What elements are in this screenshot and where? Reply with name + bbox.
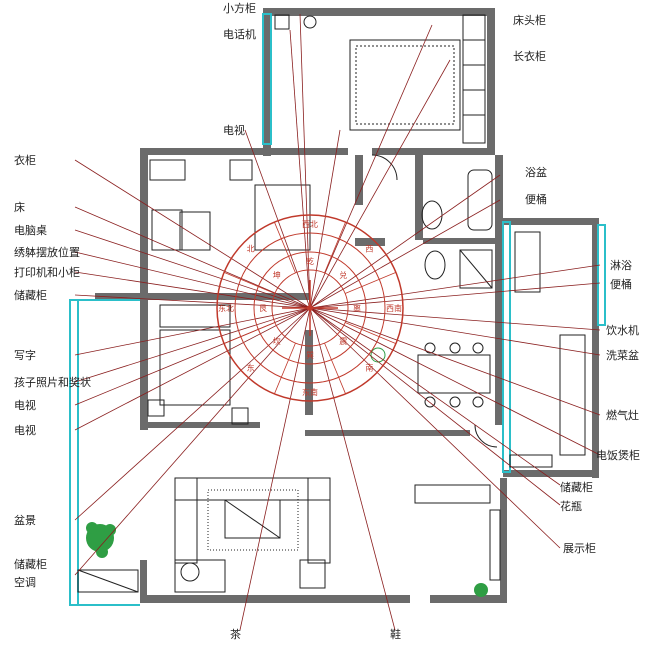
label-tea: 茶 xyxy=(230,628,241,641)
compass-direction: 东 xyxy=(247,362,255,372)
compass-trigram: 乾 xyxy=(306,256,314,266)
compass-direction: 南 xyxy=(365,362,373,372)
top-labels: 小方柜 电话机 电视 xyxy=(223,1,256,137)
label-storage-left-2: 储藏柜 xyxy=(14,557,47,571)
label-stove: 燃气灶 xyxy=(606,408,639,422)
label-storage-right: 储藏柜 xyxy=(560,480,593,494)
dining-table xyxy=(417,354,491,394)
compass-trigram: 巽 xyxy=(306,351,314,360)
compass-trigram: 艮 xyxy=(259,304,267,313)
label-air-conditioner: 空调 xyxy=(14,575,36,589)
third-bed xyxy=(159,329,231,406)
label-toilet-1: 便桶 xyxy=(525,192,547,206)
compass-direction: 北 xyxy=(247,245,255,254)
second-bed xyxy=(254,184,311,251)
label-wardrobe-left: 衣柜 xyxy=(14,153,36,167)
long-wardrobe xyxy=(462,14,486,144)
compass-direction: 西 xyxy=(365,245,373,254)
label-sink: 洗菜盆 xyxy=(606,348,639,362)
bottom-labels: 茶 鞋 xyxy=(230,627,401,641)
label-tv-2: 电视 xyxy=(14,423,36,437)
compass-spoke xyxy=(274,342,296,395)
leader-lines xyxy=(74,13,601,631)
compass-direction: 东北 xyxy=(218,303,234,313)
label-tv-top: 电视 xyxy=(223,123,245,137)
master-bed xyxy=(349,39,461,131)
label-shower: 淋浴 xyxy=(610,259,632,272)
compass-spoke xyxy=(223,272,276,294)
compass-spoke xyxy=(324,221,346,274)
label-storage-left: 储藏柜 xyxy=(14,288,47,302)
compass-direction: 西北 xyxy=(302,220,318,229)
label-telephone: 电话机 xyxy=(223,27,256,41)
sofa xyxy=(174,477,331,501)
label-writing: 写字 xyxy=(14,348,36,362)
windows xyxy=(69,13,606,606)
label-toilet-2: 便桶 xyxy=(610,277,632,291)
furniture xyxy=(77,14,586,593)
label-long-wardrobe: 长衣柜 xyxy=(513,49,546,63)
label-display-cabinet: 展示柜 xyxy=(563,542,596,555)
label-nightstand: 床头柜 xyxy=(513,13,546,27)
plant-vase xyxy=(474,583,488,597)
label-kids-photos: 孩子照片和奖状 xyxy=(14,375,91,389)
compass-trigram: 离 xyxy=(353,303,361,313)
label-bathtub: 浴盆 xyxy=(525,165,547,179)
compass-spoke xyxy=(344,272,397,294)
label-tv-1: 电视 xyxy=(14,398,36,412)
label-water-dispenser: 饮水机 xyxy=(606,323,639,337)
label-vase: 花瓶 xyxy=(560,499,582,513)
compass-trigram: 兑 xyxy=(339,270,347,280)
label-printer: 打印机和小柜 xyxy=(14,265,80,279)
label-computer-desk: 电脑桌 xyxy=(14,224,47,237)
plants xyxy=(86,347,488,597)
bathtub xyxy=(467,169,493,231)
right-labels: 床头柜 长衣柜 浴盆 便桶 淋浴 便桶 饮水机 洗菜盆 燃气灶 电饭煲柜 储藏柜… xyxy=(513,13,640,555)
label-small-cabinet: 小方柜 xyxy=(223,1,256,15)
label-bonsai: 盆景 xyxy=(14,513,36,527)
walls xyxy=(95,8,599,603)
coffee-table xyxy=(207,489,299,551)
compass-direction: 西南 xyxy=(386,303,402,313)
compass-trigram: 坎 xyxy=(273,336,281,346)
label-rice-cooker-cabinet: 电饭煲柜 xyxy=(596,449,640,462)
compass-spoke xyxy=(223,322,276,344)
label-bed: 床 xyxy=(14,200,25,214)
label-shoes: 鞋 xyxy=(390,627,401,641)
left-labels: 衣柜 床 电脑桌 绣躰摆放位置 打印机和小柜 储藏柜 写字 孩子照片和奖状 电视… xyxy=(14,153,91,589)
compass-direction: 东南 xyxy=(302,387,318,397)
compass-spoke xyxy=(324,342,346,395)
compass-spoke xyxy=(274,221,296,274)
compass-trigram: 震 xyxy=(339,337,347,346)
compass-trigram: 坤 xyxy=(273,270,281,280)
compass-spoke xyxy=(344,322,397,344)
label-embroidery: 绣躰摆放位置 xyxy=(14,245,80,259)
